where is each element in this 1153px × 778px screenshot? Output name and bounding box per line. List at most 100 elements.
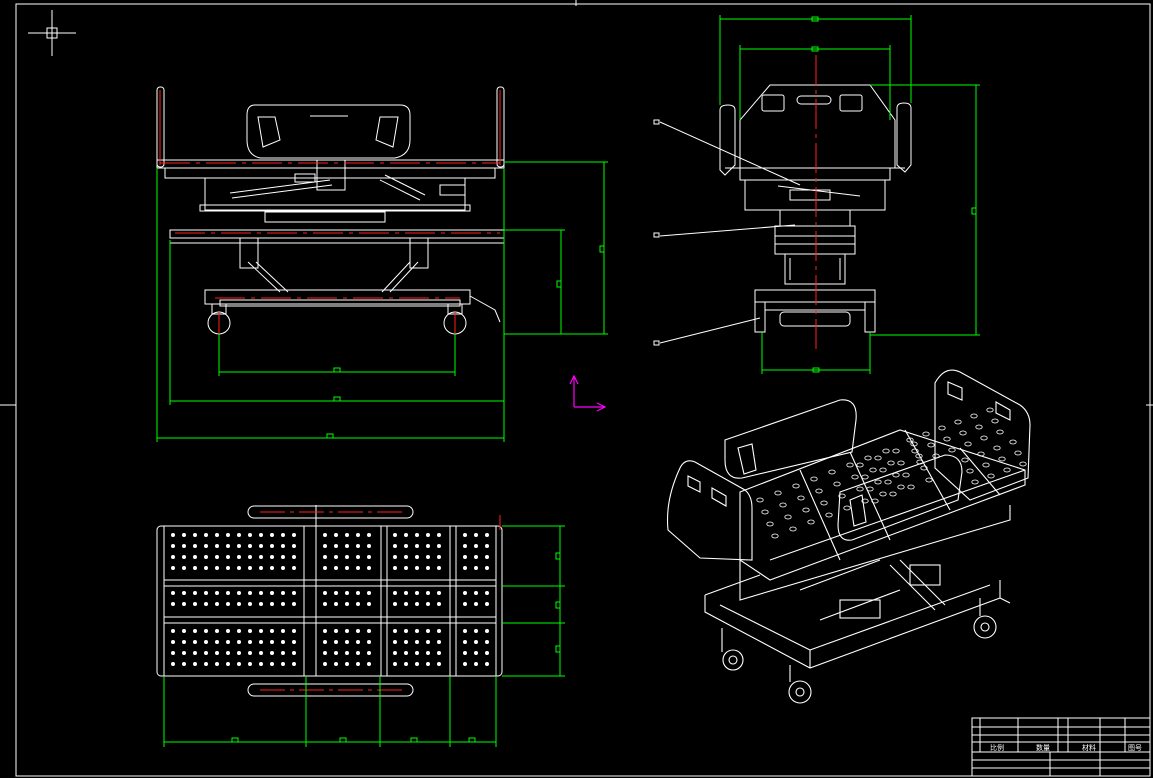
deck-hole	[463, 544, 467, 548]
deck-hole	[474, 555, 478, 559]
iso-deck-hole	[879, 491, 887, 497]
deck-hole	[345, 602, 349, 606]
deck-hole	[292, 651, 296, 655]
iso-deck-hole	[948, 447, 956, 453]
iso-deck-hole	[856, 462, 864, 468]
deck-hole	[485, 566, 489, 570]
deck-hole	[404, 533, 408, 537]
deck-hole	[259, 555, 263, 559]
iso-deck-hole	[884, 479, 892, 485]
deck-hole	[270, 533, 274, 537]
deck-hole	[437, 544, 441, 548]
deck-hole	[356, 591, 360, 595]
deck-hole	[474, 566, 478, 570]
deck-hole	[415, 544, 419, 548]
iso-deck-hole	[998, 456, 1006, 462]
deck-hole	[426, 544, 430, 548]
crosshair-cursor-icon	[28, 10, 76, 56]
iso-deck-hole	[938, 425, 946, 431]
iso-deck-hole	[911, 448, 919, 454]
iso-deck-hole	[961, 457, 969, 463]
deck-hole	[259, 533, 263, 537]
deck-hole	[259, 662, 263, 666]
deck-hole	[215, 533, 219, 537]
deck-hole	[323, 662, 327, 666]
top-view-dimensions	[163, 525, 565, 747]
deck-hole	[171, 544, 175, 548]
deck-hole	[426, 602, 430, 606]
deck-hole	[270, 591, 274, 595]
deck-hole	[292, 662, 296, 666]
deck-hole	[171, 591, 175, 595]
deck-hole	[193, 640, 197, 644]
deck-hole	[204, 602, 208, 606]
deck-hole	[463, 533, 467, 537]
deck-hole	[356, 566, 360, 570]
iso-deck-hole	[980, 435, 988, 441]
deck-hole	[204, 629, 208, 633]
deck-hole	[182, 662, 186, 666]
deck-hole	[323, 566, 327, 570]
deck-hole	[404, 651, 408, 655]
deck-hole	[237, 544, 241, 548]
deck-hole	[356, 662, 360, 666]
deck-hole	[182, 651, 186, 655]
deck-hole	[485, 629, 489, 633]
deck-hole	[437, 629, 441, 633]
deck-hole	[248, 591, 252, 595]
title-block	[971, 717, 1151, 777]
iso-deck-hole	[1019, 461, 1027, 467]
deck-hole	[226, 629, 230, 633]
deck-hole	[345, 662, 349, 666]
deck-hole	[415, 566, 419, 570]
deck-hole	[171, 555, 175, 559]
deck-hole	[259, 566, 263, 570]
iso-deck-hole	[975, 424, 983, 430]
iso-deck-hole	[856, 486, 864, 492]
top-view	[156, 505, 503, 697]
deck-hole	[182, 640, 186, 644]
deck-hole	[248, 533, 252, 537]
iso-deck-hole	[916, 459, 924, 465]
deck-hole	[226, 591, 230, 595]
deck-hole	[193, 591, 197, 595]
deck-hole	[204, 544, 208, 548]
deck-hole	[292, 591, 296, 595]
iso-deck-hole	[882, 448, 890, 454]
iso-deck-hole	[925, 477, 933, 483]
deck-hole	[270, 651, 274, 655]
deck-hole	[171, 629, 175, 633]
deck-hole	[426, 640, 430, 644]
deck-hole	[415, 651, 419, 655]
deck-hole	[292, 640, 296, 644]
title-block-cell-2: 数量	[1036, 743, 1050, 752]
iso-deck-hole	[971, 479, 979, 485]
deck-hole	[463, 566, 467, 570]
deck-hole	[367, 629, 371, 633]
deck-hole	[426, 591, 430, 595]
iso-deck-hole	[1003, 467, 1011, 473]
deck-hole	[437, 533, 441, 537]
iso-deck-hole	[861, 474, 869, 480]
deck-hole	[334, 566, 338, 570]
deck-hole	[323, 555, 327, 559]
deck-hole	[248, 566, 252, 570]
iso-deck-hole	[932, 453, 940, 459]
deck-hole	[237, 533, 241, 537]
deck-hole	[437, 555, 441, 559]
deck-hole	[248, 651, 252, 655]
deck-hole	[171, 651, 175, 655]
deck-hole	[171, 640, 175, 644]
deck-hole	[393, 640, 397, 644]
deck-hole	[463, 662, 467, 666]
deck-hole	[334, 651, 338, 655]
iso-deck-hole	[996, 429, 1004, 435]
deck-hole	[171, 533, 175, 537]
iso-deck-hole	[897, 484, 905, 490]
deck-hole	[415, 662, 419, 666]
deck-hole	[334, 629, 338, 633]
iso-deck-hole	[807, 519, 815, 525]
deck-hole	[248, 555, 252, 559]
deck-hole	[182, 533, 186, 537]
